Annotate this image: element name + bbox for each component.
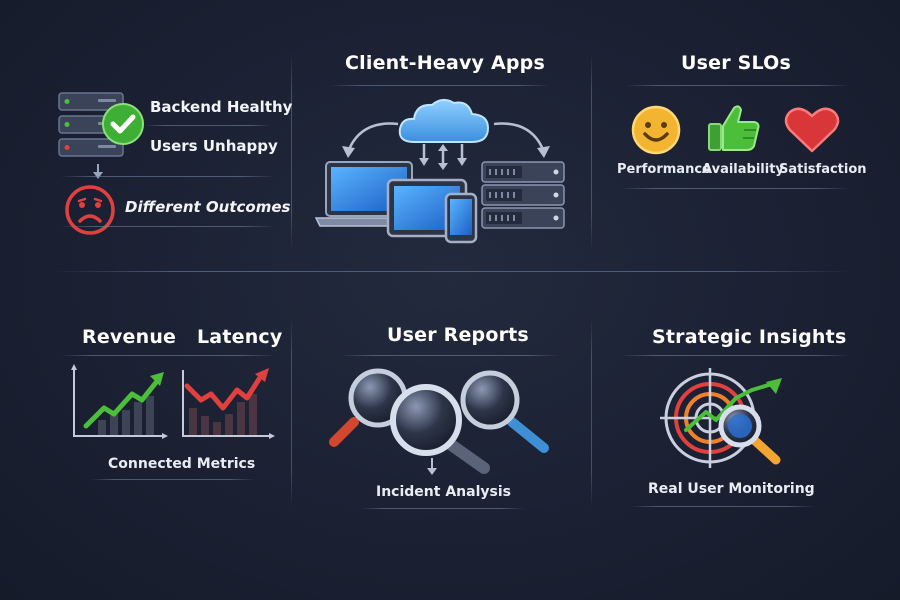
heart-icon bbox=[784, 107, 840, 153]
slo-availability-label: Availability bbox=[702, 162, 784, 177]
magnifier-center-icon bbox=[390, 384, 490, 474]
user-slos-title: User SLOs bbox=[681, 52, 791, 74]
strategic-insights-title: Strategic Insights bbox=[652, 326, 847, 348]
target-insight-icon bbox=[660, 368, 782, 468]
smartphone-icon bbox=[444, 192, 478, 244]
client-apps-title: Client-Heavy Apps bbox=[345, 52, 545, 74]
latency-spike-chart-icon bbox=[182, 368, 275, 439]
backend-healthy-label: Backend Healthy bbox=[150, 98, 293, 116]
thumbs-up-icon bbox=[708, 105, 760, 151]
user-slos-title-underline bbox=[625, 85, 850, 86]
revenue-growth-chart-icon bbox=[71, 364, 168, 439]
sync-arrow-right-icon bbox=[493, 122, 550, 158]
backend-bottom-separator bbox=[60, 226, 275, 227]
connected-metrics-label: Connected Metrics bbox=[108, 456, 256, 472]
smiley-face-icon bbox=[631, 105, 681, 155]
arrow-down-icon bbox=[427, 458, 437, 475]
divider-horizontal-middle bbox=[52, 271, 852, 272]
revenue-title: Revenue bbox=[82, 326, 177, 348]
backend-label-underline bbox=[145, 125, 270, 126]
users-unhappy-label: Users Unhappy bbox=[150, 137, 278, 155]
slo-performance-label: Performance bbox=[617, 162, 711, 177]
slo-satisfaction-label: Satisfaction bbox=[779, 162, 867, 177]
sync-arrow-left-icon bbox=[342, 122, 399, 158]
backend-separator bbox=[60, 176, 275, 177]
real-user-monitoring-label: Real User Monitoring bbox=[648, 481, 815, 497]
client-apps-title-underline bbox=[330, 85, 550, 86]
divider-vertical-bottom-left bbox=[291, 318, 292, 508]
magnifier-right-icon bbox=[460, 370, 549, 453]
incident-analysis-label: Incident Analysis bbox=[376, 484, 511, 500]
server-stack-icon bbox=[481, 161, 565, 229]
sad-face-icon bbox=[65, 185, 115, 235]
check-circle-icon bbox=[102, 103, 144, 145]
user-reports-title: User Reports bbox=[387, 324, 529, 346]
divider-vertical-bottom-right bbox=[591, 318, 592, 508]
arrow-down-icon bbox=[93, 164, 103, 179]
data-flow-arrows-icon bbox=[419, 144, 467, 170]
metrics-title-underline bbox=[60, 355, 275, 356]
user-slos-bottom-separator bbox=[620, 188, 850, 189]
user-reports-bottom-separator bbox=[360, 508, 525, 509]
divider-vertical-top-left bbox=[291, 52, 292, 250]
strategic-bottom-separator bbox=[630, 506, 815, 507]
latency-title: Latency bbox=[197, 326, 283, 348]
strategic-title-underline bbox=[620, 355, 850, 356]
metrics-bottom-separator bbox=[90, 479, 255, 480]
user-reports-title-underline bbox=[340, 355, 560, 356]
different-outcomes-label: Different Outcomes bbox=[125, 198, 291, 216]
cloud-icon bbox=[398, 99, 490, 143]
divider-vertical-top-right bbox=[591, 52, 592, 250]
